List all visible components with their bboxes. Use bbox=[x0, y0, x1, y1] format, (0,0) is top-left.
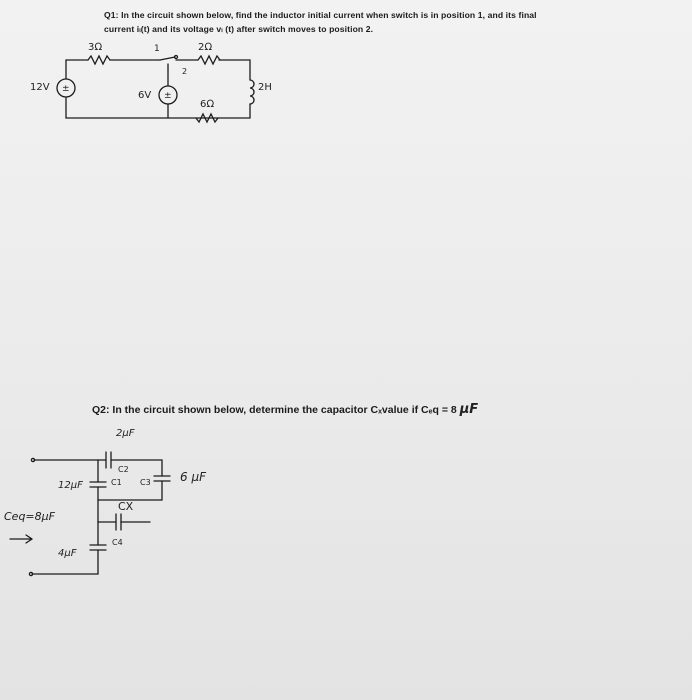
capacitor-cx bbox=[115, 513, 122, 531]
question-1-line-1: Q1: In the circuit shown below, find the… bbox=[104, 10, 537, 20]
label-cx: CX bbox=[118, 500, 134, 513]
question-2-text: Q2: In the circuit shown below, determin… bbox=[92, 403, 652, 417]
label-ceq: Ceq=8µF bbox=[4, 510, 55, 523]
svg-text:±: ± bbox=[62, 84, 70, 94]
label-c3: C3 bbox=[140, 478, 151, 487]
label-12v: 12V bbox=[30, 82, 50, 93]
label-c2: C2 bbox=[118, 465, 129, 474]
label-c4: C4 bbox=[112, 538, 123, 547]
label-r2: 2Ω bbox=[198, 42, 213, 53]
capacitor-c1 bbox=[89, 481, 107, 488]
label-c3-value: 6 µF bbox=[180, 470, 206, 484]
label-switch-1: 1 bbox=[154, 44, 160, 54]
label-c1-value: 12µF bbox=[58, 480, 83, 491]
voltage-source-12v bbox=[56, 78, 76, 98]
arrow-ceq bbox=[9, 534, 34, 544]
resistor-2-ohm bbox=[197, 54, 221, 66]
wire-bottom-2 bbox=[31, 549, 99, 575]
label-6v: 6V bbox=[138, 90, 152, 101]
label-c4-value: 4µF bbox=[58, 548, 77, 559]
inductor-2h bbox=[249, 79, 255, 105]
question-2-unit: µF bbox=[459, 402, 479, 417]
capacitor-c2 bbox=[105, 451, 112, 469]
label-switch-2: 2 bbox=[182, 67, 188, 76]
label-c2-value: 2µF bbox=[116, 428, 135, 439]
label-2h: 2H bbox=[258, 82, 272, 93]
label-r3: 6Ω bbox=[200, 99, 215, 110]
resistor-3-ohm bbox=[87, 54, 111, 66]
question-1-text: Q1: In the circuit shown below, find the… bbox=[104, 8, 664, 36]
label-c1: C1 bbox=[111, 478, 122, 487]
wire-bottom bbox=[65, 97, 251, 119]
question-2-line: Q2: In the circuit shown below, determin… bbox=[92, 404, 457, 416]
label-r1: 3Ω bbox=[88, 42, 103, 53]
resistor-6-ohm bbox=[195, 112, 219, 124]
voltage-source-6v bbox=[158, 85, 178, 105]
capacitor-c4 bbox=[89, 544, 107, 551]
capacitor-c3 bbox=[153, 475, 171, 482]
question-1-line-2: current iₗ(t) and its voltage vₗ (t) aft… bbox=[104, 24, 374, 34]
svg-text:±: ± bbox=[164, 91, 172, 101]
switch-blade bbox=[159, 56, 176, 61]
